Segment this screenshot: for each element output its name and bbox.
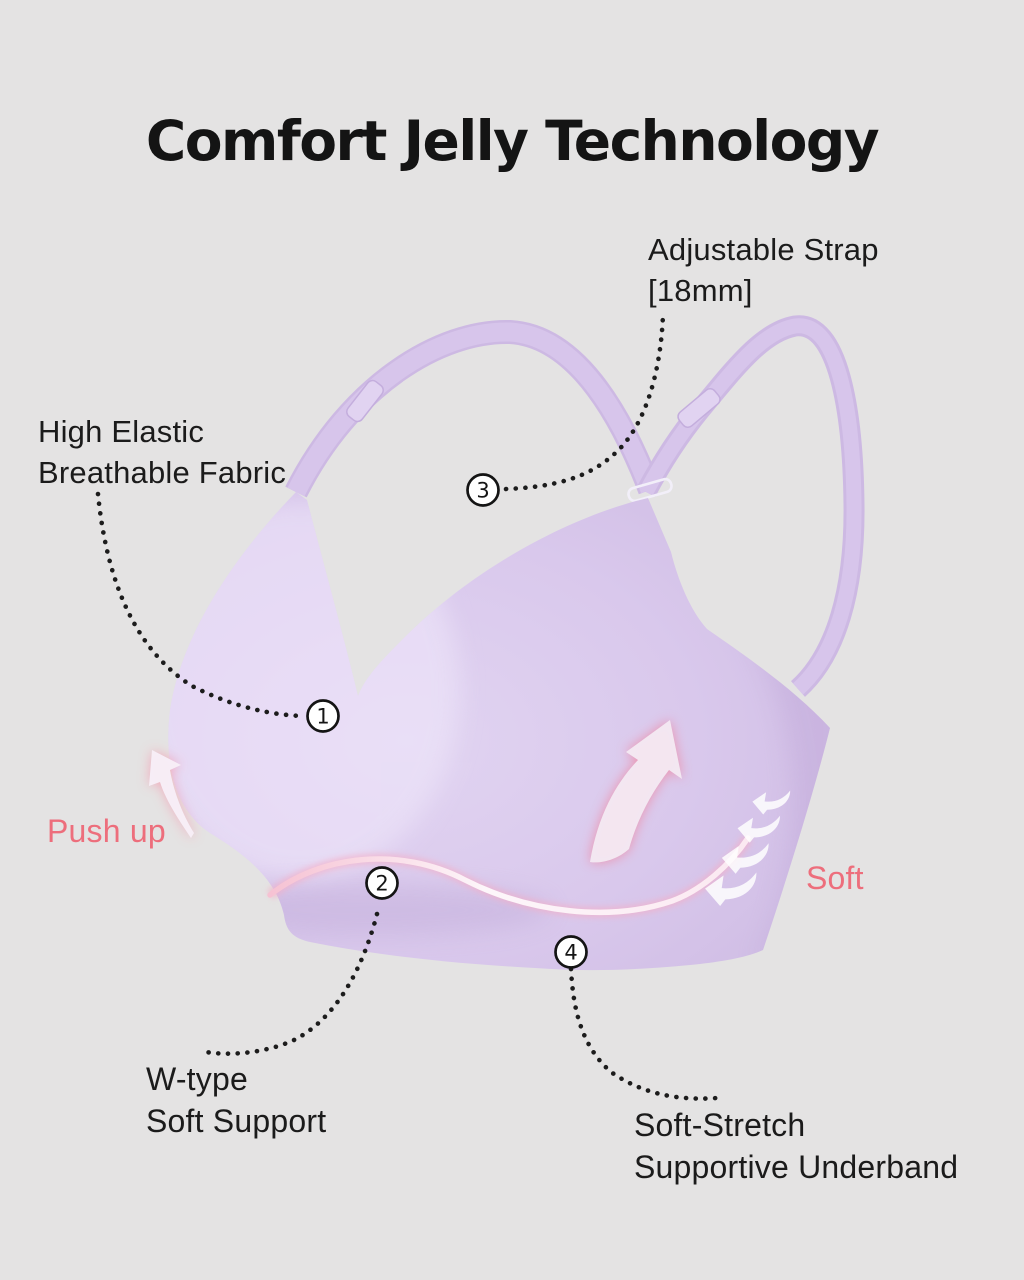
label-w-type-support-line1: W-type [146, 1061, 248, 1097]
left-strap [285, 319, 662, 498]
callout-lines [95, 311, 720, 1101]
page-title: Comfort Jelly Technology [145, 108, 880, 173]
callout-marker-3: 3 [466, 473, 500, 507]
callout-markers: 1 2 3 4 [306, 473, 588, 969]
callout-marker-2: 2 [365, 866, 399, 900]
svg-text:2: 2 [375, 872, 388, 896]
label-w-type-support: W-type Soft Support [146, 1058, 326, 1142]
svg-text:4: 4 [564, 941, 577, 965]
soft-arrows-icon [705, 790, 791, 906]
label-w-type-support-line2: Soft Support [146, 1103, 327, 1140]
leader-line-1 [95, 491, 305, 719]
leader-line-4 [568, 966, 720, 1101]
label-supportive-underband-line2: Supportive Underband [634, 1149, 959, 1186]
label-high-elastic-fabric-line1: High Elastic [38, 414, 205, 449]
w-support-wavy-line [266, 834, 753, 918]
label-adjustable-strap-line2: [18mm] [648, 272, 753, 308]
label-supportive-underband-line1: Soft-Stretch [634, 1107, 806, 1143]
left-strap-slider [346, 379, 384, 423]
svg-text:1: 1 [316, 705, 329, 729]
label-high-elastic-fabric: High Elastic Breathable Fabric [38, 412, 286, 494]
right-strap [627, 315, 865, 697]
lift-arrow-icon [590, 720, 682, 863]
callout-marker-1: 1 [306, 699, 340, 733]
push-up-arrow-icon [149, 750, 194, 838]
label-adjustable-strap-line1: Adjustable Strap [648, 232, 879, 267]
annotation-push-up: Push up [47, 813, 166, 849]
label-supportive-underband: Soft-Stretch Supportive Underband [634, 1104, 958, 1188]
right-strap-slider [677, 388, 721, 428]
annotation-soft: Soft [806, 860, 864, 896]
label-high-elastic-fabric-line2: Breathable Fabric [38, 454, 287, 490]
strap-ring [627, 477, 673, 503]
callout-marker-4: 4 [554, 935, 588, 969]
svg-text:3: 3 [476, 479, 489, 503]
label-adjustable-strap: Adjustable Strap [18mm] [648, 230, 879, 312]
